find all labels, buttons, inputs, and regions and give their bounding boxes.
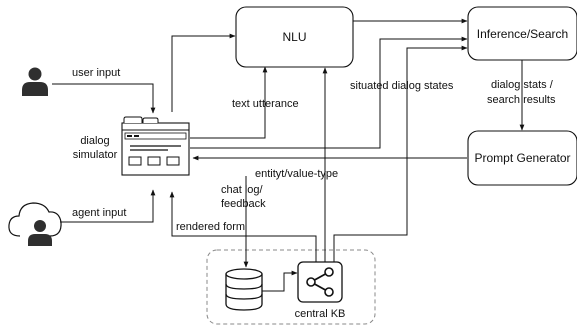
browser-window-icon <box>121 116 190 176</box>
user-icon <box>22 67 48 96</box>
arrow-text-utterance <box>190 66 268 139</box>
chat-log-label-line1: chat log/ <box>221 184 264 196</box>
inference-search-box: Inference/Search <box>467 6 577 61</box>
arrow-kb-to-inference <box>333 45 468 262</box>
arrow-rendered-form <box>169 191 317 262</box>
dialog-simulator-label-line1: dialog <box>80 135 109 147</box>
rendered-form-label: rendered form <box>176 221 245 233</box>
agent-input-label: agent input <box>72 207 126 219</box>
database-icon <box>225 268 263 311</box>
inference-search-label: Inference/Search <box>477 27 568 41</box>
cloud-user-icon <box>8 202 62 246</box>
kb-group-border <box>206 249 376 325</box>
dialog-stats-label-line1: dialog stats / <box>491 79 554 91</box>
entity-value-type-label: entityt/value-type <box>255 168 338 180</box>
arrow-database-to-kb <box>262 270 298 292</box>
situated-dialog-states-label: situated dialog states <box>350 80 454 92</box>
prompt-generator-box: Prompt Generator <box>467 130 577 186</box>
arrow-simulator-to-nlu <box>171 33 236 112</box>
dialog-simulator-label-line2: simulator <box>73 149 118 161</box>
prompt-generator-label: Prompt Generator <box>474 151 570 165</box>
dialog-stats-label-line2: search results <box>487 94 556 106</box>
text-utterance-label: text utterance <box>232 98 299 110</box>
chat-log-label-line2: feedback <box>221 198 266 210</box>
arrow-agent-input <box>60 189 156 223</box>
arrow-situated-dialog-states <box>190 36 468 149</box>
user-input-label: user input <box>72 67 120 79</box>
central-kb-label: central KB <box>295 308 346 320</box>
nlu-box: NLU <box>235 6 354 68</box>
nlu-label: NLU <box>282 30 306 44</box>
share-icon <box>297 261 343 303</box>
arrow-user-input <box>52 83 156 114</box>
